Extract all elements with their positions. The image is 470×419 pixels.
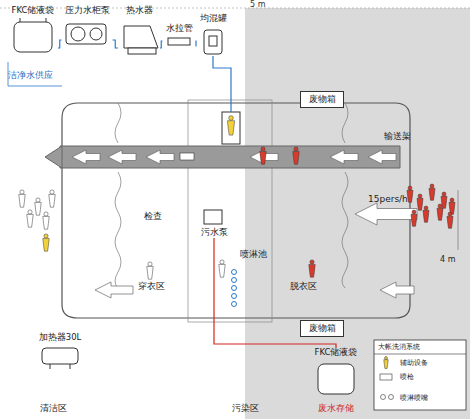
text-label: 大帐洗消系统 <box>378 343 420 351</box>
person-icon <box>438 204 442 208</box>
person-icon <box>50 190 54 194</box>
text-label: 15pers/h <box>368 194 408 204</box>
person-icon <box>424 206 428 210</box>
node-label: FKC储液袋 <box>315 348 358 358</box>
flow-arrow <box>95 282 133 298</box>
pipe-connector <box>214 238 336 348</box>
person-icon <box>19 194 25 207</box>
node-label: 均混罐 <box>200 14 227 24</box>
node-label: 压力水柜泵 <box>65 6 110 16</box>
person-icon <box>447 216 453 228</box>
person-icon <box>229 116 234 121</box>
node-label: 废物箱 <box>309 95 336 105</box>
equipment-node: 均混罐 <box>197 14 230 58</box>
equipment-node: 热水器 <box>118 6 160 56</box>
legend-text: 喷淋喷嘴 <box>400 393 428 403</box>
person-icon <box>36 198 40 202</box>
person-icon <box>412 210 416 214</box>
person-icon <box>310 260 314 264</box>
person-icon <box>294 147 298 151</box>
person-icon <box>429 188 435 200</box>
person-icon <box>20 190 24 194</box>
person-icon <box>437 208 443 220</box>
bin-box: 废物箱 <box>300 320 344 337</box>
person-icon <box>442 192 446 196</box>
person-icon <box>408 186 412 190</box>
equipment-node: FKC储液袋 <box>8 6 58 58</box>
equipment-node: 污水泵 <box>196 208 232 238</box>
person-icon <box>43 216 49 229</box>
person-icon <box>260 151 266 164</box>
person-icon <box>220 260 224 264</box>
flow-arrow <box>380 282 414 298</box>
flow-arrow <box>330 150 358 164</box>
person-icon <box>411 214 417 226</box>
person-icon <box>309 264 315 277</box>
person-icon <box>43 238 49 251</box>
equipment-node: 压力水柜泵 <box>62 6 113 46</box>
legend-text: 辅助设备 <box>400 358 428 368</box>
text-label: 穿衣区 <box>138 282 165 292</box>
node-label: FKC储液袋 <box>12 6 55 16</box>
person-icon <box>148 262 152 266</box>
person-icon <box>450 198 454 202</box>
person-icon <box>384 360 388 369</box>
person-icon <box>44 212 48 216</box>
person-icon <box>430 184 434 188</box>
text-label: 4 m <box>440 255 455 264</box>
node-label: 热水器 <box>126 6 153 16</box>
pipe-connector <box>160 41 163 48</box>
text-label: 废水存储 <box>318 404 354 414</box>
legend-text: 喷枪 <box>400 372 414 382</box>
equipment-node: 加热器30L <box>30 333 90 371</box>
person-icon <box>293 151 299 164</box>
flow-arrow <box>72 150 100 164</box>
person-icon <box>417 198 423 210</box>
person-icon <box>28 210 32 214</box>
equipment-node: FKC储液袋 <box>306 348 366 398</box>
text-label: 污染区 <box>232 404 259 414</box>
text-label: 5 m <box>250 0 265 9</box>
person-icon <box>44 234 48 238</box>
person-icon <box>219 264 225 277</box>
flow-arrow <box>368 150 396 164</box>
person-icon <box>423 210 429 222</box>
person-icon <box>147 266 153 279</box>
pipe-connector <box>196 41 197 46</box>
person-icon <box>227 121 234 135</box>
flow-arrow <box>250 150 278 164</box>
flow-arrow <box>355 203 417 225</box>
node-label: 加热器30L <box>39 333 82 343</box>
equipment-node: 水拉管 <box>163 24 196 48</box>
person-icon <box>385 357 388 360</box>
text-label: 检查 <box>144 212 162 222</box>
person-icon <box>407 190 413 202</box>
person-icon <box>27 214 33 227</box>
text-label: 清洁区 <box>40 404 67 414</box>
node-label: 水拉管 <box>166 24 193 34</box>
text-label: 洁净水供应 <box>8 70 53 80</box>
pipe-connector <box>58 40 62 48</box>
person-icon <box>261 147 265 151</box>
person-icon <box>418 194 422 198</box>
person-icon <box>49 194 55 207</box>
text-label: 脱衣区 <box>290 282 317 292</box>
text-label: 输送架 <box>384 132 411 142</box>
flow-arrow <box>146 150 174 164</box>
person-icon <box>448 212 452 216</box>
node-label: 废物箱 <box>309 324 336 334</box>
person-icon <box>35 202 41 215</box>
bin-box: 废物箱 <box>300 91 344 108</box>
node-label: 污水泵 <box>201 228 228 238</box>
flow-arrow <box>108 150 136 164</box>
pipe-connector <box>113 40 119 48</box>
text-label: 喷淋池 <box>240 250 267 260</box>
